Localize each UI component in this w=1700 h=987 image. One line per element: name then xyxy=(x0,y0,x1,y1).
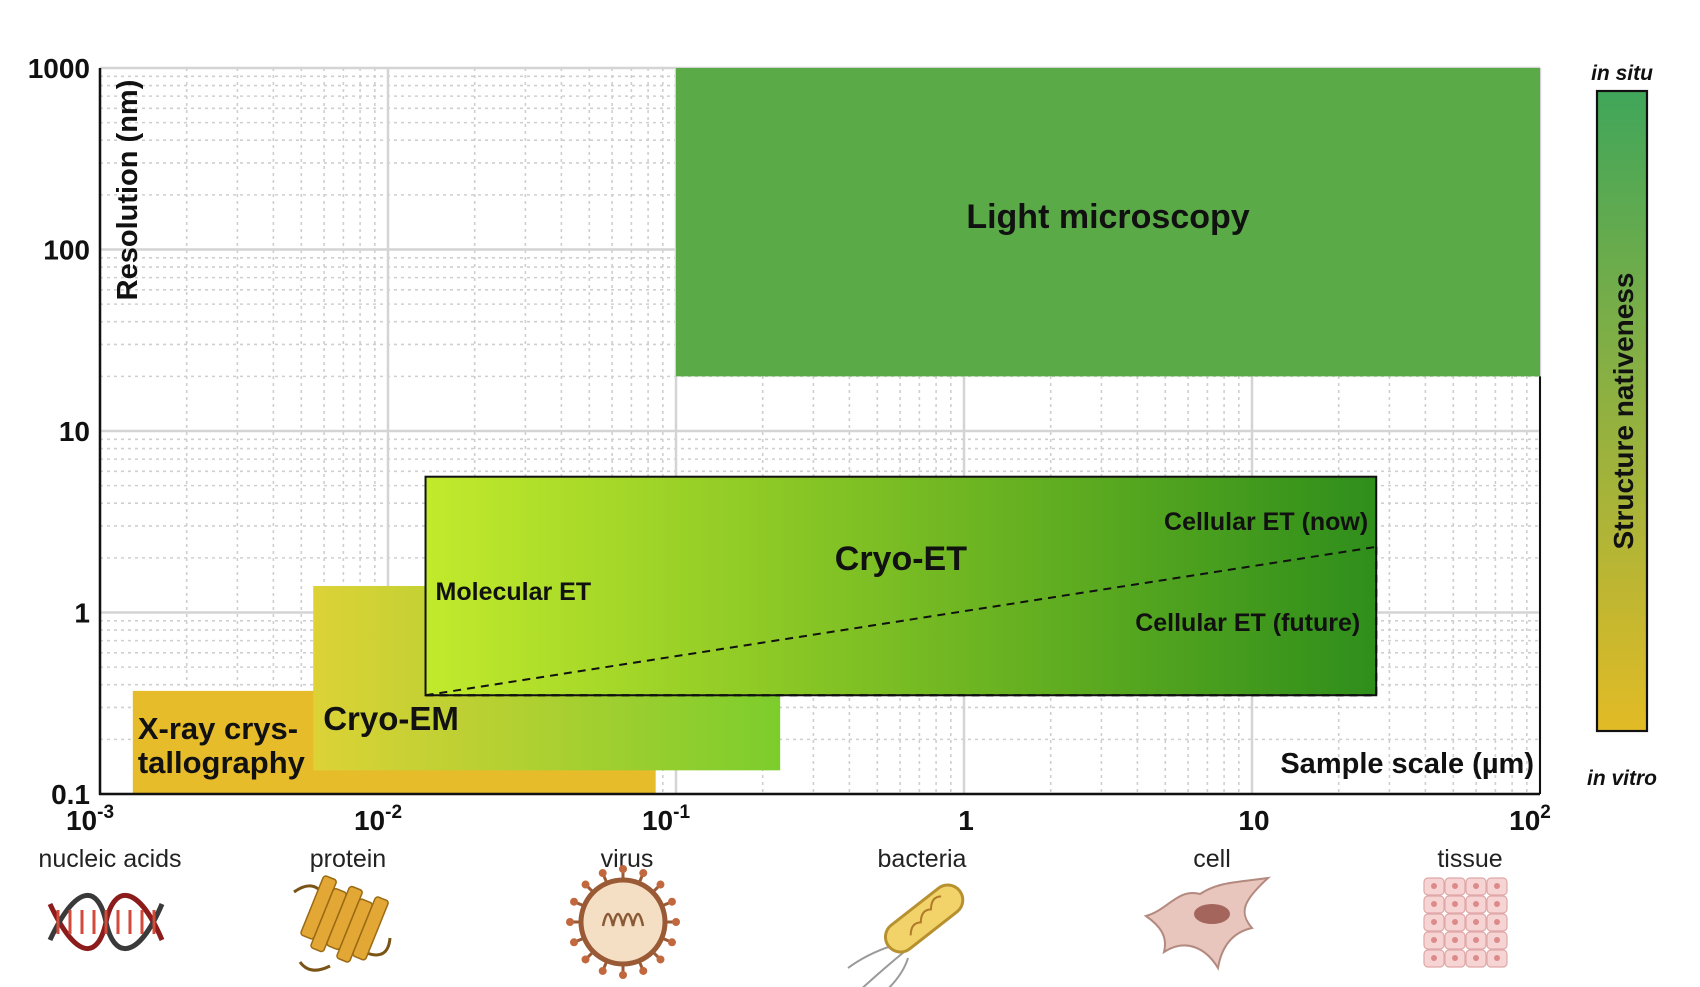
virus-spike-tip xyxy=(598,966,607,975)
tissue-cell-nucleus xyxy=(1452,955,1458,961)
virus-spike-tip xyxy=(639,966,648,975)
virus-spike-tip xyxy=(581,955,590,964)
x-tick-exponent: -1 xyxy=(673,802,690,823)
virus-spike-tip xyxy=(667,938,676,947)
cryo-em-label: Cryo-EM xyxy=(323,700,459,737)
nativeness-bar xyxy=(1595,89,1649,733)
in-situ-label: in situ xyxy=(1591,62,1653,85)
virus-spike-tip xyxy=(619,865,627,873)
x-tick-label: 102 xyxy=(1509,802,1551,836)
virus-spike-tip xyxy=(656,880,665,889)
molecular-et-label: Molecular ET xyxy=(436,578,592,606)
tissue-cell-nucleus xyxy=(1473,955,1479,961)
tissue-cell-nucleus xyxy=(1431,937,1437,943)
x-tick-label: 10-3 xyxy=(66,802,114,836)
nativeness-scale: in situ in vitro Structure nativeness xyxy=(1587,62,1657,790)
tissue-cell-nucleus xyxy=(1452,937,1458,943)
virus-spike-tip xyxy=(598,869,607,878)
x-tick-label: 10 xyxy=(1238,805,1269,836)
tissue-cell-nucleus xyxy=(1494,955,1500,961)
y-tick-label: 1000 xyxy=(28,53,90,84)
bacteria-icon xyxy=(847,883,965,987)
y-tick-label: 10 xyxy=(59,416,90,447)
virus-genome xyxy=(601,912,645,927)
virus-spike-tip xyxy=(639,869,648,878)
x-axis-title: Sample scale (µm) xyxy=(1280,748,1534,780)
tissue-cell-nucleus xyxy=(1473,901,1479,907)
tissue-cell-nucleus xyxy=(1473,883,1479,889)
tissue-cell-nucleus xyxy=(1431,919,1437,925)
virus-spike-tip xyxy=(672,918,680,926)
cell-icon xyxy=(1143,876,1272,971)
cryo-et-label: Cryo-ET xyxy=(835,540,967,578)
x-tick-label: 10-2 xyxy=(354,802,402,836)
cryo-et-boundary-diagonal xyxy=(425,545,1377,697)
dna-icon xyxy=(47,893,165,951)
bacteria-dna xyxy=(909,895,942,936)
nativeness-title: Structure nativeness xyxy=(1608,273,1639,550)
x-tick-base: 10 xyxy=(1509,805,1540,836)
tissue-cell-nucleus xyxy=(1431,883,1437,889)
cellular-et-future-label: Cellular ET (future) xyxy=(1135,609,1360,637)
x-tick-label: 1 xyxy=(958,805,974,836)
tissue-cell-nucleus xyxy=(1473,919,1479,925)
cell-nucleus xyxy=(1194,904,1230,924)
sample-category-label: virus xyxy=(601,845,654,873)
virus-icon xyxy=(566,865,680,979)
tissue-cell-nucleus xyxy=(1494,883,1500,889)
bacteria-body xyxy=(883,883,965,954)
light-microscopy-label: Light microscopy xyxy=(966,198,1249,236)
protein-icon xyxy=(293,875,392,972)
cryo-et-region xyxy=(424,475,1378,697)
virus-spike-tip xyxy=(656,955,665,964)
tissue-cell-nucleus xyxy=(1431,955,1437,961)
axes xyxy=(98,68,1541,796)
sample-category-label: protein xyxy=(310,845,386,873)
y-tick-label: 1 xyxy=(74,598,90,629)
sample-category-label: bacteria xyxy=(878,845,967,873)
virus-spike-tip xyxy=(570,938,579,947)
x-tick-exponent: -3 xyxy=(97,802,114,823)
tissue-cell-nucleus xyxy=(1452,883,1458,889)
sample-categories: nucleic acids protein virus bacteria cell tis… xyxy=(38,845,1508,987)
virus-spike-tip xyxy=(566,918,574,926)
y-tick-label: 100 xyxy=(43,235,90,266)
virus-spike-tip xyxy=(581,880,590,889)
x-tick-exponent: -2 xyxy=(385,802,402,823)
x-tick-label: 10-1 xyxy=(642,802,690,836)
x-tick-base: 10 xyxy=(66,805,97,836)
virus-spike-tip xyxy=(667,897,676,906)
sample-category-label: cell xyxy=(1193,845,1231,873)
sample-category-label: tissue xyxy=(1437,845,1502,873)
tissue-cell-nucleus xyxy=(1452,901,1458,907)
cellular-et-now-label: Cellular ET (now) xyxy=(1164,508,1368,536)
tissue-cell-nucleus xyxy=(1494,901,1500,907)
xray-label-line: tallography xyxy=(138,745,306,780)
y-tick-labels: 1000 100 10 1 0.1 xyxy=(28,53,90,810)
tissue-cell-nucleus xyxy=(1452,919,1458,925)
virus-spike-tip xyxy=(570,897,579,906)
tissue-cell-nucleus xyxy=(1473,937,1479,943)
x-tick-exponent: 2 xyxy=(1540,802,1551,823)
xray-label-line: X-ray crys- xyxy=(138,711,298,746)
protein-helix xyxy=(352,896,389,961)
virus-spike-tip xyxy=(619,971,627,979)
y-tick-label: 0.1 xyxy=(51,779,90,810)
tissue-cell-nucleus xyxy=(1494,937,1500,943)
sample-category-label: nucleic acids xyxy=(38,845,181,873)
y-axis-title: Resolution (nm) xyxy=(112,80,144,301)
light-microscopy-region xyxy=(676,68,1540,377)
in-vitro-label: in vitro xyxy=(1587,767,1657,790)
x-tick-base: 10 xyxy=(354,805,385,836)
xray-label: X-ray crys-tallography xyxy=(138,711,306,780)
tissue-cell-nucleus xyxy=(1494,919,1500,925)
tissue-cell-nucleus xyxy=(1431,901,1437,907)
axis-titles: Resolution (nm) Sample scale (µm) xyxy=(112,80,1534,780)
x-tick-base: 10 xyxy=(642,805,673,836)
tissue-icon xyxy=(1423,877,1508,968)
